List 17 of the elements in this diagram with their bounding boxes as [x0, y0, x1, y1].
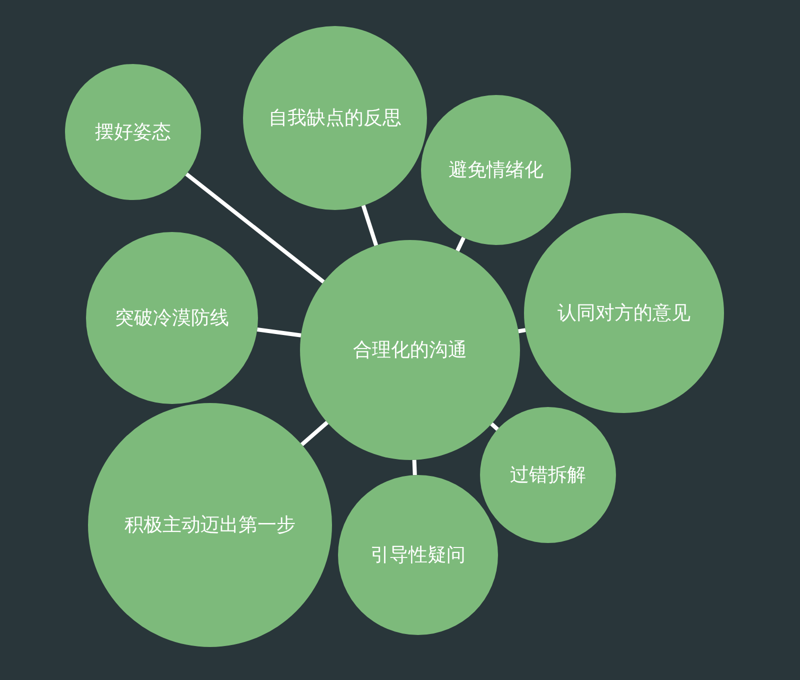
connector-line	[361, 204, 378, 246]
bubble-label: 积极主动迈出第一步	[124, 513, 296, 538]
bubble-label: 过错拆解	[510, 463, 586, 488]
bubble-label: 认同对方的意见	[558, 301, 690, 326]
bubble-label: 自我缺点的反思	[268, 106, 402, 131]
connector-line	[456, 236, 466, 252]
connector-line	[256, 327, 302, 338]
bubble-label: 摆好姿态	[95, 120, 171, 145]
bubble-label: 引导性疑问	[370, 543, 466, 568]
bubble-label: 合理化的沟通	[353, 338, 467, 363]
connector-line	[300, 420, 329, 446]
bubble-label: 避免情绪化	[448, 158, 544, 183]
connector-line	[518, 328, 526, 334]
bubble-label: 突破冷漠防线	[115, 306, 229, 331]
connector-line	[490, 422, 499, 431]
connector-line	[412, 460, 417, 476]
connector-line	[185, 172, 325, 284]
